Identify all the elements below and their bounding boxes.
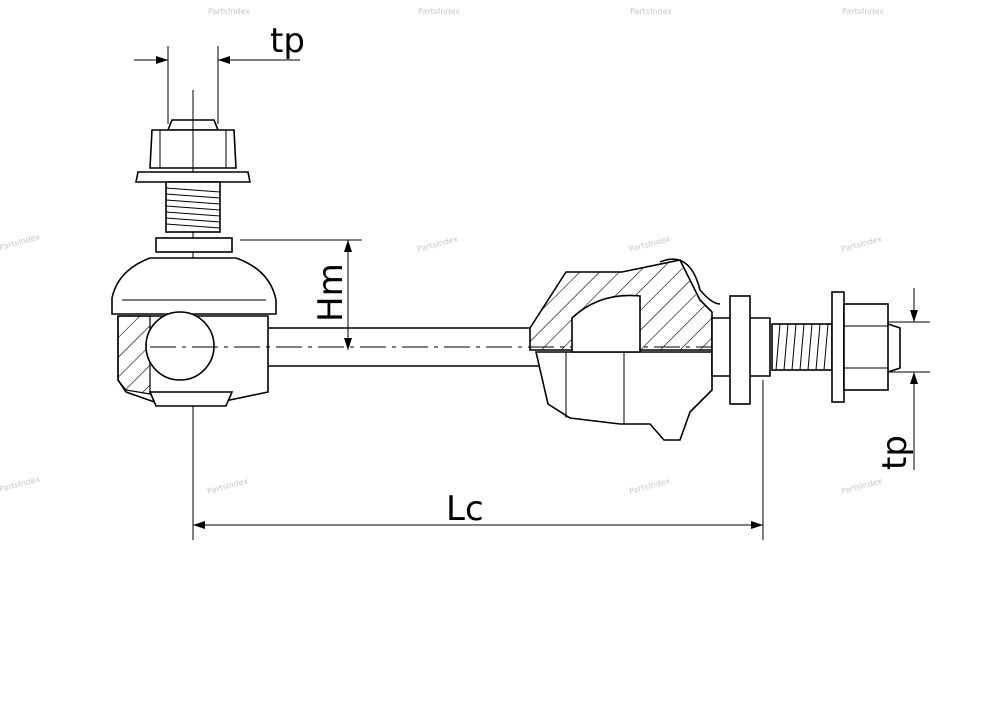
right-nut: [843, 303, 889, 391]
watermark: PartsIndex: [628, 476, 671, 496]
watermark: PartsIndex: [842, 7, 884, 16]
dimension-tp-top: tp: [134, 21, 305, 124]
housing-base: [148, 391, 234, 407]
watermarks: PartsIndex PartsIndex PartsIndex PartsIn…: [0, 7, 884, 496]
housing-cut-section: [117, 315, 151, 395]
watermark: PartsIndex: [0, 474, 41, 494]
right-stud-flange: [729, 295, 751, 405]
watermark: PartsIndex: [628, 234, 671, 254]
dimension-label-lc: Lc: [446, 489, 484, 529]
dust-boot: [111, 257, 277, 315]
left-ball-joint: [111, 90, 277, 540]
dimension-lc: Lc: [193, 380, 764, 540]
watermark: PartsIndex: [840, 234, 883, 254]
right-ball: [571, 294, 641, 353]
watermark: PartsIndex: [416, 234, 459, 254]
dimension-hm: Hm: [240, 239, 362, 350]
stud-thread-lines: [165, 187, 221, 229]
right-thread-lines: [775, 323, 829, 371]
watermark: PartsIndex: [208, 7, 250, 16]
dimension-label-tp-right: tp: [875, 435, 915, 470]
dimension-label-tp-top: tp: [270, 21, 305, 61]
watermark: PartsIndex: [0, 232, 41, 252]
watermark: PartsIndex: [630, 7, 672, 16]
stud-collar: [155, 237, 233, 253]
washer: [135, 171, 251, 183]
right-washer: [831, 291, 845, 403]
right-ball-joint: [529, 258, 901, 441]
right-boot: [659, 258, 721, 305]
watermark: PartsIndex: [840, 476, 883, 496]
watermark: PartsIndex: [206, 476, 249, 496]
watermark: PartsIndex: [418, 7, 460, 16]
ball: [145, 311, 215, 381]
dimension-tp-right: tp: [875, 288, 930, 470]
right-stud-tip: [887, 323, 901, 373]
dimension-label-hm: Hm: [311, 263, 351, 322]
